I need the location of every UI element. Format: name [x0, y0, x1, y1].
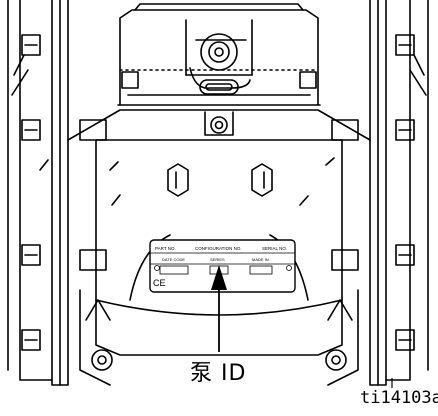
- plate-ce-mark: CE: [153, 278, 166, 288]
- clamp-right-upper: [331, 119, 359, 141]
- plate-made-in: MADE IN: [252, 257, 269, 262]
- clamp-left-upper: [79, 119, 107, 141]
- plate-configuration-no: CONFIGURATION NO.: [195, 246, 242, 251]
- plate-date-code: DATE CODE: [162, 257, 185, 262]
- pump-id-callout-label: 泵 ID: [190, 361, 247, 386]
- clamp-right-lower: [331, 249, 359, 271]
- center-section: [67, 109, 371, 301]
- housing-bolt-left: [121, 71, 139, 89]
- clamp-left-lower: [79, 249, 107, 271]
- figure-reference: ti14103a: [360, 388, 438, 408]
- right-frame: [369, 0, 429, 386]
- housing-bolt-right: [299, 71, 317, 89]
- inner-bolt-left: [167, 163, 189, 197]
- foot-right: [325, 299, 353, 371]
- inner-bolt-right: [251, 163, 273, 197]
- air-motor-housing: [117, 3, 321, 106]
- air-valve-nut: [189, 33, 251, 95]
- plate-series: SERIES: [210, 257, 225, 262]
- callout-arrow: [211, 265, 227, 352]
- foot-left: [85, 299, 113, 371]
- plate-serial-no: SERIAL NO.: [262, 246, 287, 251]
- left-frame: [7, 0, 69, 386]
- pump-id-plate: PART NO. CONFIGURATION NO. SERIAL NO. DA…: [149, 239, 296, 293]
- plate-part-no: PART NO.: [155, 246, 176, 251]
